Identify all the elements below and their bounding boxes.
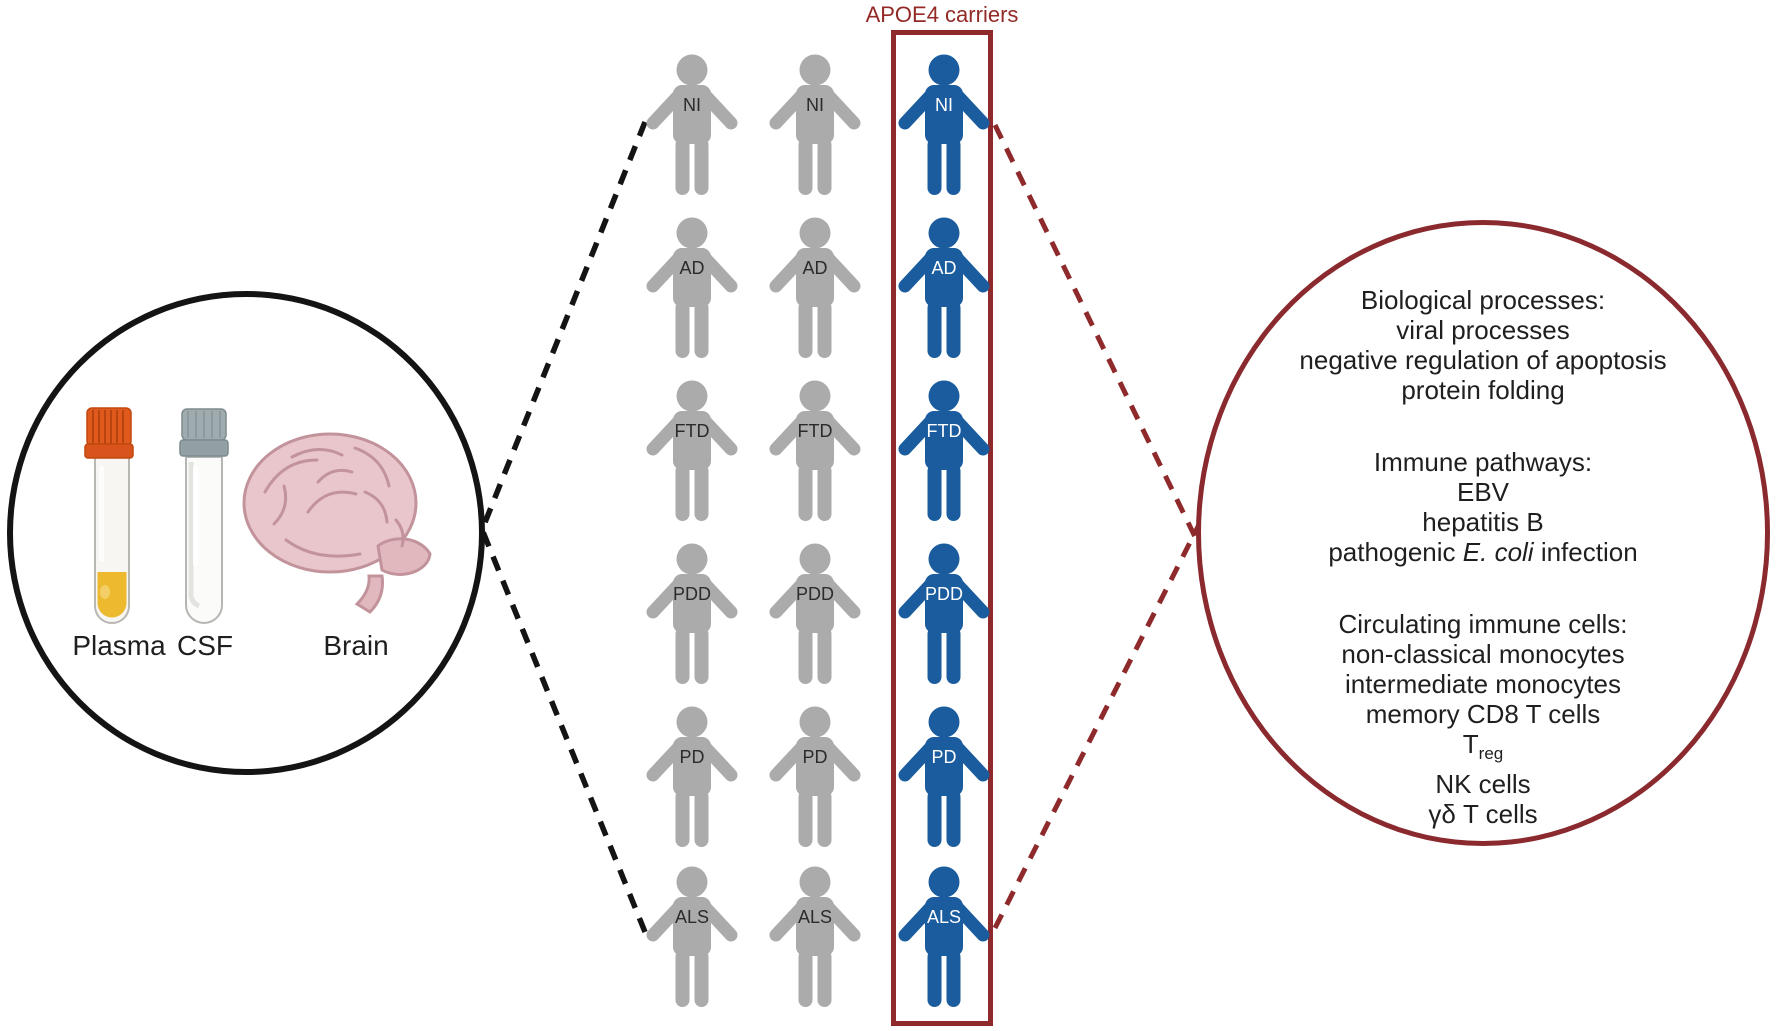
csf-label: CSF — [177, 630, 233, 661]
csf-tube-icon — [179, 408, 229, 624]
red-dashed-line-top — [992, 123, 1218, 580]
person-icon-apoe4-carrier-PD: PD — [894, 706, 994, 856]
person-icon-non-carrier-PDD: PDD — [765, 543, 865, 693]
specimen-illustrations — [84, 407, 432, 624]
biological-processes-section: Biological processes: viral processes ne… — [1201, 285, 1765, 405]
svg-text:FTD: FTD — [798, 421, 833, 441]
svg-text:ALS: ALS — [675, 907, 709, 927]
person-icon-non-carrier-ALS: ALS — [642, 866, 742, 1016]
pathway-line: NK cells — [1435, 769, 1531, 799]
brain-icon — [242, 432, 432, 614]
person-icon-non-carrier-ALS: ALS — [765, 866, 865, 1016]
svg-text:PDD: PDD — [673, 584, 711, 604]
pathway-line: EBV — [1456, 477, 1510, 507]
person-icon-apoe4-carrier-AD: AD — [894, 217, 994, 367]
svg-text:ALS: ALS — [927, 907, 961, 927]
svg-text:FTD: FTD — [675, 421, 710, 441]
svg-text:AD: AD — [679, 258, 704, 278]
svg-text:NI: NI — [935, 95, 953, 115]
svg-text:PDD: PDD — [796, 584, 834, 604]
pathways-text: Biological processes: viral processes ne… — [1201, 285, 1765, 829]
section-title: Circulating immune cells: — [1338, 609, 1628, 639]
person-icon-non-carrier-PD: PD — [642, 706, 742, 856]
person-icon-non-carrier-FTD: FTD — [765, 380, 865, 530]
person-icon-apoe4-carrier-PDD: PDD — [894, 543, 994, 693]
pathway-line-treg: Treg — [1462, 729, 1504, 763]
person-icon-apoe4-carrier-NI: NI — [894, 54, 994, 204]
pathway-line: γδ T cells — [1428, 799, 1538, 829]
svg-text:FTD: FTD — [927, 421, 962, 441]
pathway-line: viral processes — [1396, 315, 1570, 345]
person-icon-non-carrier-AD: AD — [642, 217, 742, 367]
pathways-circle: Biological processes: viral processes ne… — [1196, 220, 1770, 846]
immune-pathways-section: Immune pathways: EBV hepatitis B pathoge… — [1201, 447, 1765, 567]
svg-text:PD: PD — [679, 747, 704, 767]
svg-text:NI: NI — [806, 95, 824, 115]
person-icon-non-carrier-PD: PD — [765, 706, 865, 856]
person-icon-apoe4-carrier-FTD: FTD — [894, 380, 994, 530]
pathway-line-ecoli: pathogenic E. coli infection — [1328, 537, 1638, 567]
apoe4-carriers-title: APOE4 carriers — [865, 2, 1019, 27]
pathway-line: negative regulation of apoptosis — [1299, 345, 1667, 375]
person-icon-non-carrier-AD: AD — [765, 217, 865, 367]
person-icon-non-carrier-PDD: PDD — [642, 543, 742, 693]
apoe4-carriers-box — [891, 30, 993, 1026]
section-title: Immune pathways: — [1373, 447, 1593, 477]
plasma-tube-icon — [84, 407, 134, 624]
svg-text:AD: AD — [802, 258, 827, 278]
person-icon-non-carrier-NI: NI — [642, 54, 742, 204]
svg-text:PD: PD — [931, 747, 956, 767]
treg-subscript: reg — [1478, 744, 1504, 763]
svg-text:PDD: PDD — [925, 584, 963, 604]
brain-label: Brain — [323, 630, 389, 661]
pathway-line: memory CD8 T cells — [1365, 699, 1601, 729]
black-dashed-line-top — [457, 120, 648, 587]
pathway-line: intermediate monocytes — [1344, 669, 1622, 699]
pathway-line: non-classical monocytes — [1341, 639, 1625, 669]
circulating-immune-cells-section: Circulating immune cells: non-classical … — [1201, 609, 1765, 829]
person-icon-non-carrier-NI: NI — [765, 54, 865, 204]
person-icon-apoe4-carrier-ALS: ALS — [894, 866, 994, 1016]
red-dashed-line-bottom — [992, 491, 1218, 930]
svg-text:NI: NI — [683, 95, 701, 115]
black-dashed-line-bottom — [457, 473, 648, 934]
section-title: Biological processes: — [1360, 285, 1606, 315]
plasma-label: Plasma — [72, 630, 166, 661]
pathway-line: protein folding — [1401, 375, 1565, 405]
svg-text:ALS: ALS — [798, 907, 832, 927]
svg-text:PD: PD — [802, 747, 827, 767]
person-icon-non-carrier-FTD: FTD — [642, 380, 742, 530]
ecoli-italic: E. coli — [1462, 537, 1534, 567]
svg-text:AD: AD — [931, 258, 956, 278]
pathway-line: hepatitis B — [1422, 507, 1544, 537]
